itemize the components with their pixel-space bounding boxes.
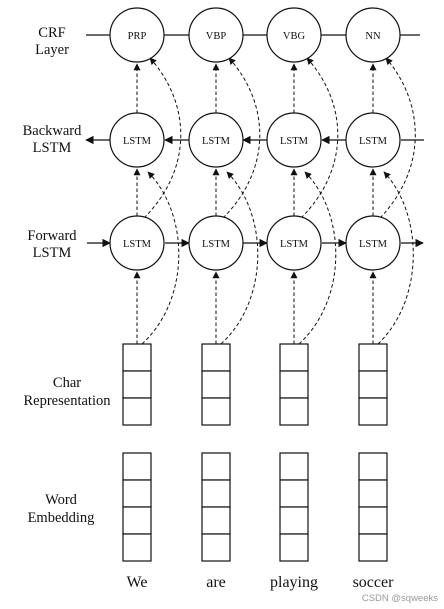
backward-lstm-cell-2 — [266, 112, 322, 168]
row-label-word-line2: Embedding — [28, 510, 95, 526]
forward-lstm-label-3: LSTM — [359, 239, 388, 250]
row-label-forward-line2: LSTM — [33, 245, 72, 261]
forward-lstm-label-2: LSTM — [280, 239, 309, 250]
row-label-backward-line2: LSTM — [33, 140, 72, 156]
column-0: PRP LSTM LSTM We — [109, 7, 182, 591]
word-label-3: soccer — [353, 574, 395, 591]
column-2: VBG LSTM LSTM playing — [266, 7, 339, 591]
backward-lstm-cell-1 — [188, 112, 244, 168]
word-embedding-vector-1 — [201, 452, 231, 562]
char-representation-vector-1 — [201, 343, 231, 426]
word-embedding-vector-2 — [279, 452, 309, 562]
crf-node-vbg — [266, 7, 322, 63]
forward-to-crf-curve-1 — [222, 57, 261, 219]
word-label-0: We — [127, 574, 148, 591]
forward-lstm-label-1: LSTM — [202, 239, 231, 250]
forward-lstm-cell-0 — [109, 215, 165, 271]
char-representation-vector-0 — [122, 343, 152, 426]
forward-to-crf-curve-0 — [143, 57, 182, 219]
forward-lstm-cell-2 — [266, 215, 322, 271]
watermark-text: CSDN @sqweeks — [362, 593, 438, 604]
char-to-backward-curve-1 — [220, 171, 259, 345]
row-label-backward: Backward LSTM — [23, 123, 83, 156]
row-label-crf-line2: Layer — [35, 42, 69, 58]
crf-tag-label-vbp: VBP — [206, 31, 227, 42]
crf-tag-label-prp: PRP — [128, 31, 147, 42]
char-representation-vector-2 — [279, 343, 309, 426]
row-label-char: Char Representation — [24, 375, 112, 409]
char-to-backward-curve-0 — [141, 171, 180, 345]
row-label-forward: Forward LSTM — [27, 228, 77, 261]
column-3: NN LSTM LSTM soccer — [345, 7, 416, 591]
column-1: VBP LSTM LSTM are — [188, 7, 261, 591]
row-label-char-line2: Representation — [24, 393, 112, 409]
crf-tag-label-vbg: VBG — [283, 31, 306, 42]
backward-lstm-label-3: LSTM — [359, 136, 388, 147]
char-representation-vector-3 — [358, 343, 388, 426]
backward-lstm-cell-0 — [109, 112, 165, 168]
backward-lstm-label-2: LSTM — [280, 136, 309, 147]
crf-tag-label-nn: NN — [365, 31, 381, 42]
backward-lstm-cell-3 — [345, 112, 401, 168]
forward-lstm-label-0: LSTM — [123, 239, 152, 250]
row-label-crf: CRF Layer — [35, 25, 69, 58]
word-embedding-vector-3 — [358, 452, 388, 562]
backward-lstm-label-1: LSTM — [202, 136, 231, 147]
char-to-backward-curve-2 — [298, 171, 337, 345]
crf-node-nn — [345, 7, 401, 63]
crf-node-vbp — [188, 7, 244, 63]
row-label-forward-line1: Forward — [27, 228, 77, 244]
word-label-2: playing — [270, 574, 318, 591]
row-label-char-line1: Char — [53, 375, 81, 391]
crf-node-prp — [109, 7, 165, 63]
forward-lstm-cell-3 — [345, 215, 401, 271]
forward-to-crf-curve-2 — [300, 57, 339, 219]
row-label-word: Word Embedding — [28, 492, 95, 526]
row-label-word-line1: Word — [45, 492, 78, 508]
row-label-crf-line1: CRF — [38, 25, 65, 41]
forward-lstm-cell-1 — [188, 215, 244, 271]
word-embedding-vector-0 — [122, 452, 152, 562]
row-label-backward-line1: Backward — [23, 123, 83, 139]
backward-lstm-label-0: LSTM — [123, 136, 152, 147]
word-label-1: are — [206, 574, 226, 591]
